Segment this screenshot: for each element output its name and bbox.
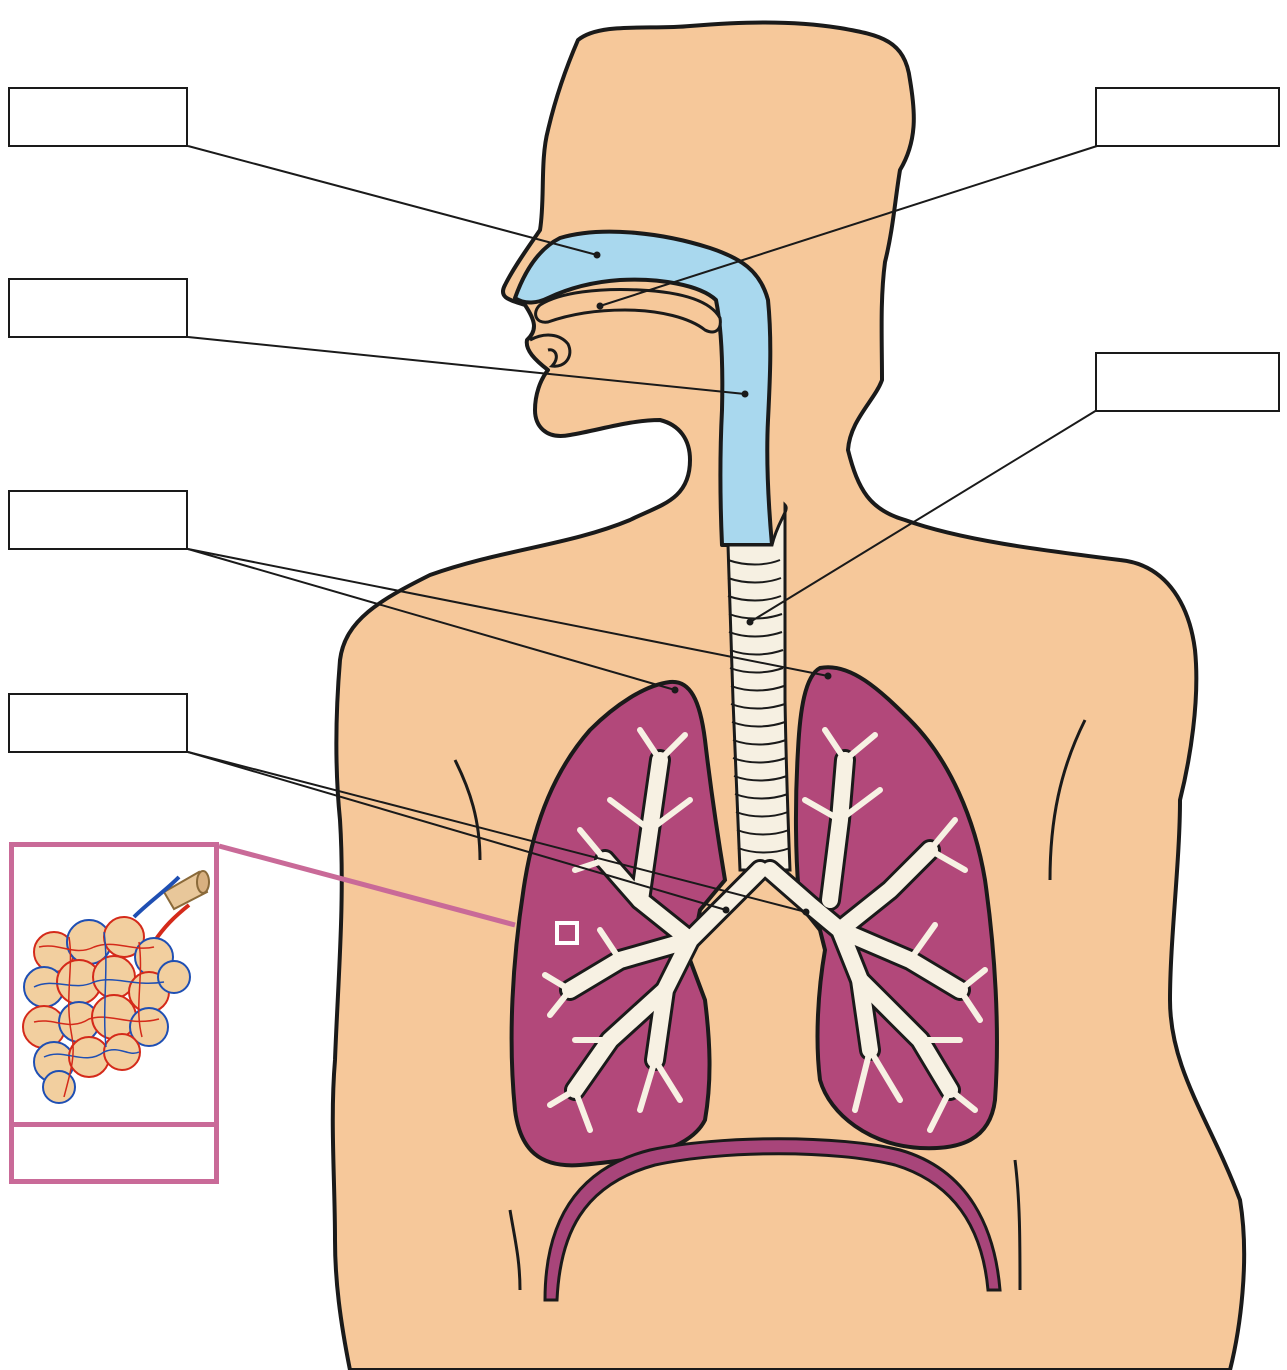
- label-box-top-right[interactable]: [1095, 87, 1280, 147]
- alveoli-cluster-icon: [14, 847, 214, 1117]
- body-silhouette: [333, 23, 1244, 1370]
- inset-divider: [14, 1122, 214, 1127]
- bronchiole-tube: [134, 871, 209, 942]
- label-box-middle-right[interactable]: [1095, 352, 1280, 412]
- label-box-upper-middle-left[interactable]: [8, 278, 188, 338]
- label-box-top-left[interactable]: [8, 87, 188, 147]
- label-box-lower-left[interactable]: [8, 693, 188, 753]
- label-box-middle-left[interactable]: [8, 490, 188, 550]
- inset-caption-box[interactable]: [14, 1129, 214, 1179]
- alveoli-inset: [9, 842, 219, 1184]
